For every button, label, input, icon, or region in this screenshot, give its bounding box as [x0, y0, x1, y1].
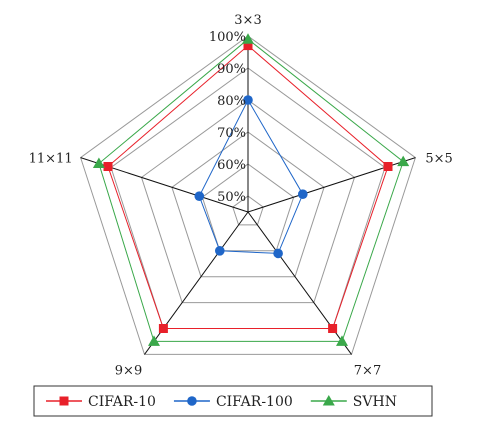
series-2-point-3 — [148, 335, 160, 346]
series-1-point-4 — [194, 191, 205, 201]
radar-axes — [80, 36, 416, 355]
series-0-point-2 — [328, 324, 338, 333]
series-2-point-4 — [92, 157, 105, 168]
series-1-point-2 — [273, 248, 283, 259]
radial-tick-3: 80% — [217, 94, 246, 109]
series-line-2 — [98, 38, 404, 342]
legend-marker-0 — [59, 396, 69, 406]
radial-tick-1: 60% — [217, 158, 246, 173]
radar-series — [92, 33, 410, 346]
category-label-0: 3×3 — [234, 13, 261, 28]
category-label-3: 9×9 — [115, 363, 142, 378]
series-1-point-3 — [215, 246, 225, 256]
grid-ring-2 — [171, 131, 325, 278]
radial-tick-5: 100% — [209, 30, 246, 45]
legend-label-0: CIFAR-10 — [88, 394, 156, 410]
radial-tick-2: 70% — [217, 126, 246, 141]
series-0-point-3 — [158, 324, 168, 333]
series-line-1 — [198, 98, 304, 254]
series-0-point-1 — [383, 162, 393, 171]
legend-marker-2 — [322, 395, 335, 406]
grid-ring-3 — [140, 99, 356, 304]
grid-ring-0 — [232, 195, 264, 226]
category-label-2: 7×7 — [354, 363, 381, 378]
series-1-point-1 — [298, 189, 308, 199]
grid-ring-1 — [201, 163, 295, 252]
series-1-point-0 — [243, 95, 253, 105]
legend-label-1: CIFAR-100 — [216, 394, 293, 410]
series-2-point-0 — [242, 33, 254, 44]
radial-tick-0: 50% — [217, 190, 246, 205]
series-0-point-0 — [243, 41, 253, 51]
radial-tick-4: 90% — [217, 62, 246, 77]
legend-box — [33, 385, 433, 417]
series-2-point-2 — [336, 335, 348, 346]
legend: CIFAR-10 CIFAR-100 SVHN — [33, 385, 433, 417]
series-0-point-4 — [103, 162, 113, 171]
grid-ring-5 — [80, 35, 416, 355]
category-label-1: 5×5 — [425, 152, 452, 167]
series-line-0 — [107, 44, 389, 329]
series-2-point-1 — [397, 155, 410, 167]
legend-marker-1 — [187, 396, 197, 406]
category-label-4: 11×11 — [29, 152, 73, 167]
category-labels: 3×3 5×5 7×7 9×9 11×11 — [29, 13, 453, 378]
legend-label-2: SVHN — [353, 394, 397, 410]
radial-tick-labels: 50% 60% 70% 80% 90% 100% — [209, 30, 246, 205]
